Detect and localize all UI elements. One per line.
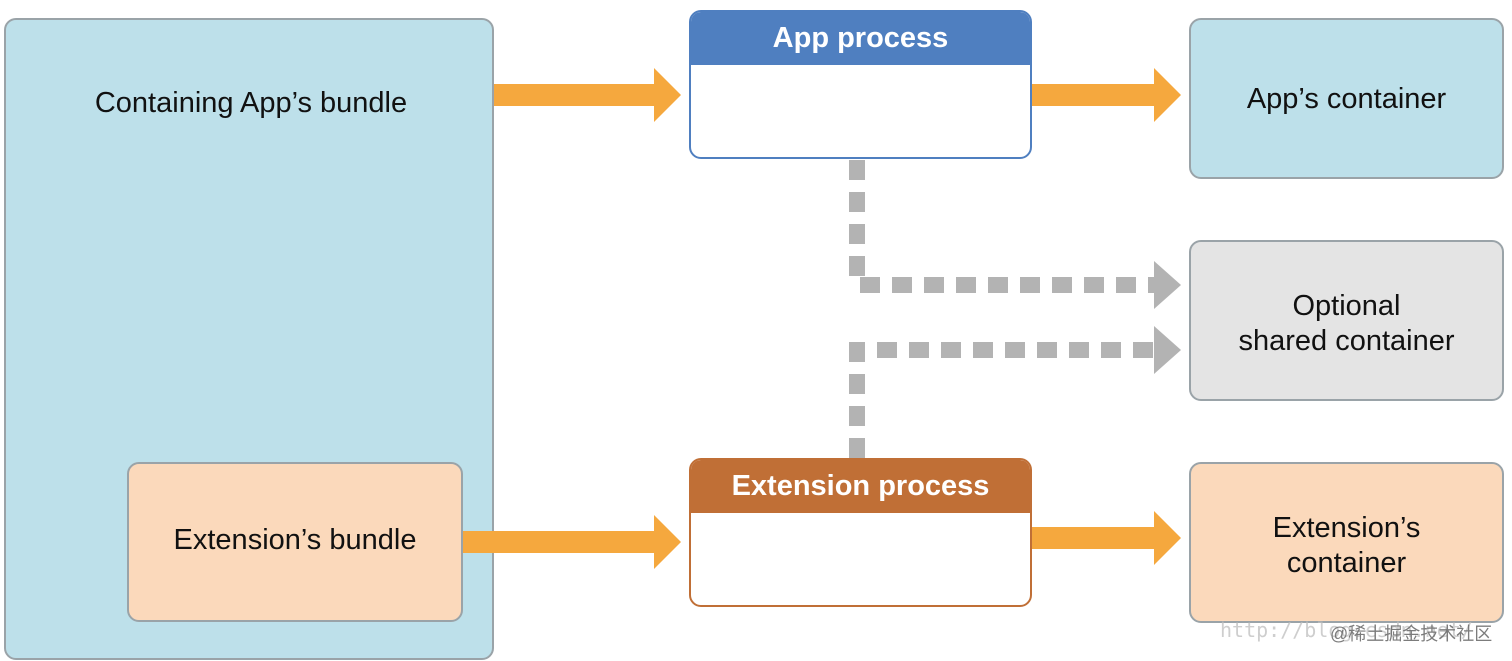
extension-container-label-line2: container: [1286, 547, 1407, 579]
watermark-url: http://blog.csdn.net/: [1220, 618, 1473, 642]
shared-container-box: Optional shared container: [1189, 240, 1504, 401]
app-process-header: App process: [691, 12, 1030, 65]
dashed-arrow-ext-process-to-shared: [849, 326, 1181, 458]
watermark-badge: @稀土掘金技术社区: [1330, 624, 1493, 644]
shared-container-label-line2: shared container: [1238, 325, 1455, 357]
extension-container-box: Extension’s container: [1189, 462, 1504, 623]
dashed-arrow-app-process-to-shared: [849, 160, 1181, 309]
app-container-box: App’s container: [1189, 18, 1504, 179]
extension-bundle-box: Extension’s bundle: [127, 462, 463, 622]
extension-process-box: Extension process: [689, 458, 1032, 607]
extension-process-header: Extension process: [691, 460, 1030, 513]
extension-bundle-label: Extension’s bundle: [173, 524, 417, 556]
extension-container-label-line1: Extension’s: [1272, 512, 1421, 544]
arrow-ext-process-to-ext-container: [1032, 511, 1181, 565]
arrow-ext-bundle-to-ext-process: [463, 515, 681, 569]
arrow-bundle-to-app-process: [494, 68, 681, 122]
app-container-label: App’s container: [1246, 83, 1447, 115]
arrow-app-process-to-app-container: [1032, 68, 1181, 122]
shared-container-label-line1: Optional: [1292, 290, 1401, 322]
containing-app-bundle-label: Containing App’s bundle: [94, 87, 408, 119]
app-process-box: App process: [689, 10, 1032, 159]
